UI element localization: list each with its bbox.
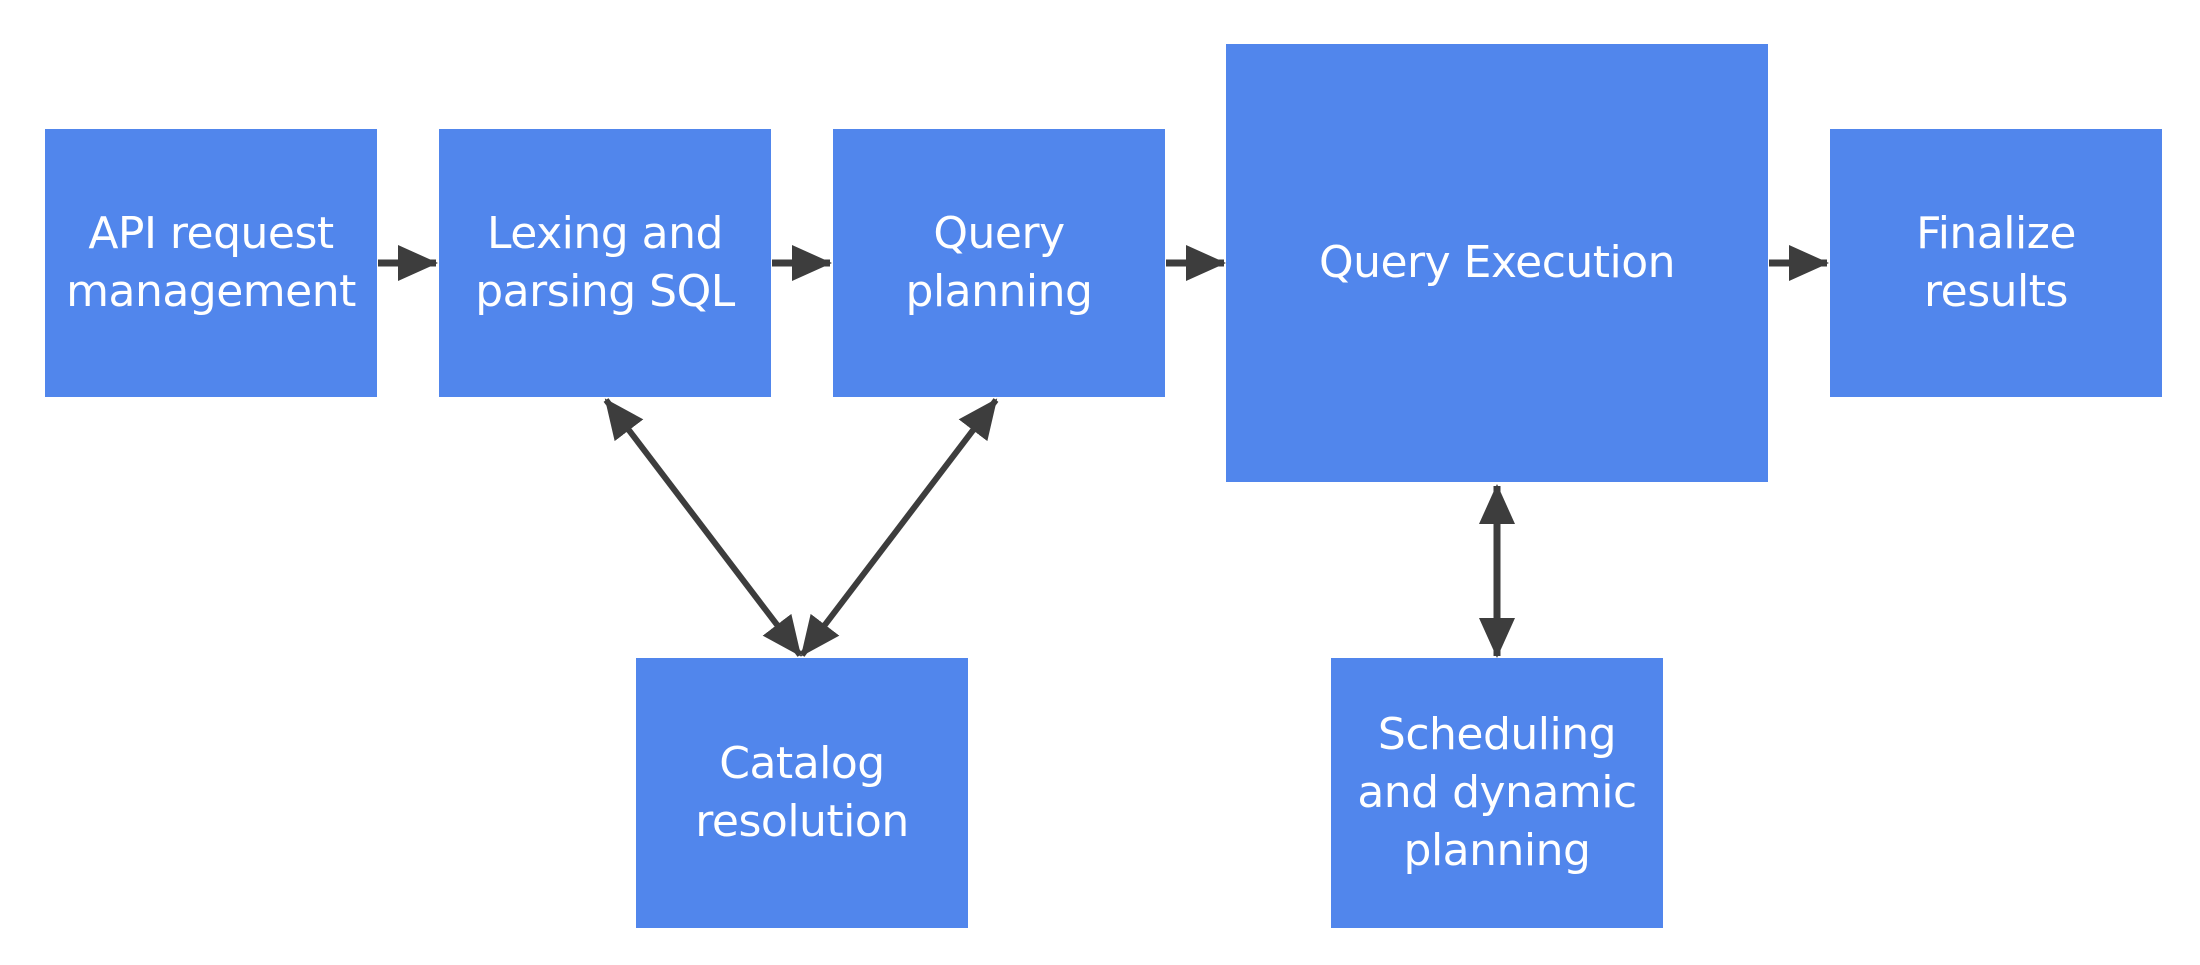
arrow-lexing-catalog: [603, 398, 803, 657]
node-label: Query Execution: [1318, 234, 1676, 292]
node-label-line: parsing SQL: [475, 266, 735, 317]
node-finalize-results: Finalize results: [1830, 129, 2162, 397]
node-catalog-resolution: Catalog resolution: [636, 658, 968, 928]
node-label-line: Query: [933, 208, 1065, 259]
node-scheduling-dynamic-planning: Scheduling and dynamic planning: [1331, 658, 1663, 928]
node-query-execution: Query Execution: [1226, 44, 1768, 482]
node-label-line: planning: [905, 266, 1093, 317]
node-label: API request management: [66, 205, 356, 321]
node-label-line: Scheduling: [1377, 709, 1617, 760]
arrow-planning-catalog: [799, 398, 999, 657]
node-label: Query planning: [906, 205, 1093, 321]
node-label: Lexing and parsing SQL: [475, 205, 735, 321]
node-api-request: API request management: [45, 129, 377, 397]
node-label-line: planning: [1403, 825, 1591, 876]
node-label: Catalog resolution: [695, 735, 909, 851]
node-label-line: Query Execution: [1318, 237, 1676, 288]
node-label-line: API request: [88, 208, 334, 259]
node-label-line: management: [66, 266, 356, 317]
node-label-line: Lexing and: [487, 208, 723, 259]
node-lexing-parsing: Lexing and parsing SQL: [439, 129, 771, 397]
node-label-line: results: [1924, 266, 2068, 317]
node-query-planning: Query planning: [833, 129, 1165, 397]
node-label-line: resolution: [695, 796, 909, 847]
node-label: Finalize results: [1916, 205, 2076, 321]
node-label-line: and dynamic: [1357, 767, 1637, 818]
node-label: Scheduling and dynamic planning: [1357, 706, 1637, 880]
node-label-line: Finalize: [1916, 208, 2076, 259]
node-label-line: Catalog: [719, 738, 885, 789]
